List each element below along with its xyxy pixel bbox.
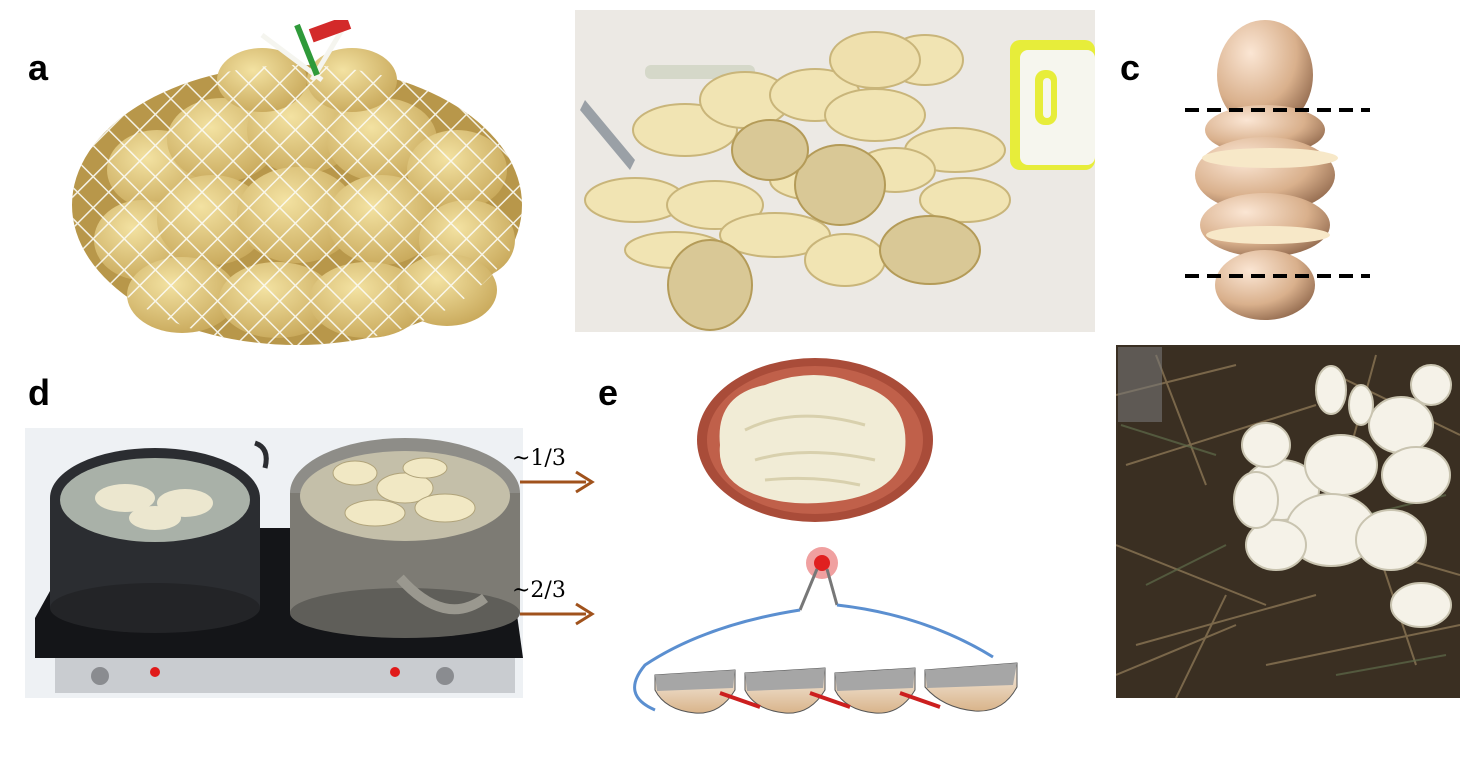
boiling-pots-image xyxy=(25,428,523,698)
fraction-two-thirds: ~2/3 xyxy=(512,578,566,603)
panel-label-a: a xyxy=(28,47,49,88)
mashed-potato-plate-image xyxy=(695,350,935,525)
potato-slices-in-grass-image xyxy=(1116,345,1460,698)
panel-label-c: c xyxy=(1120,47,1141,88)
potato-battery-circuit-diagram xyxy=(625,545,1030,720)
arrow-to-slices-icon xyxy=(520,602,595,626)
potato-cut-diagram xyxy=(1180,20,1370,325)
panel-label-e: e xyxy=(598,372,619,413)
sliced-potatoes-image xyxy=(575,10,1095,332)
fraction-one-third: ~1/3 xyxy=(512,446,566,471)
potato-net-bag-image xyxy=(62,20,532,355)
panel-label-d: d xyxy=(28,372,50,413)
arrow-to-mash-icon xyxy=(520,470,595,494)
